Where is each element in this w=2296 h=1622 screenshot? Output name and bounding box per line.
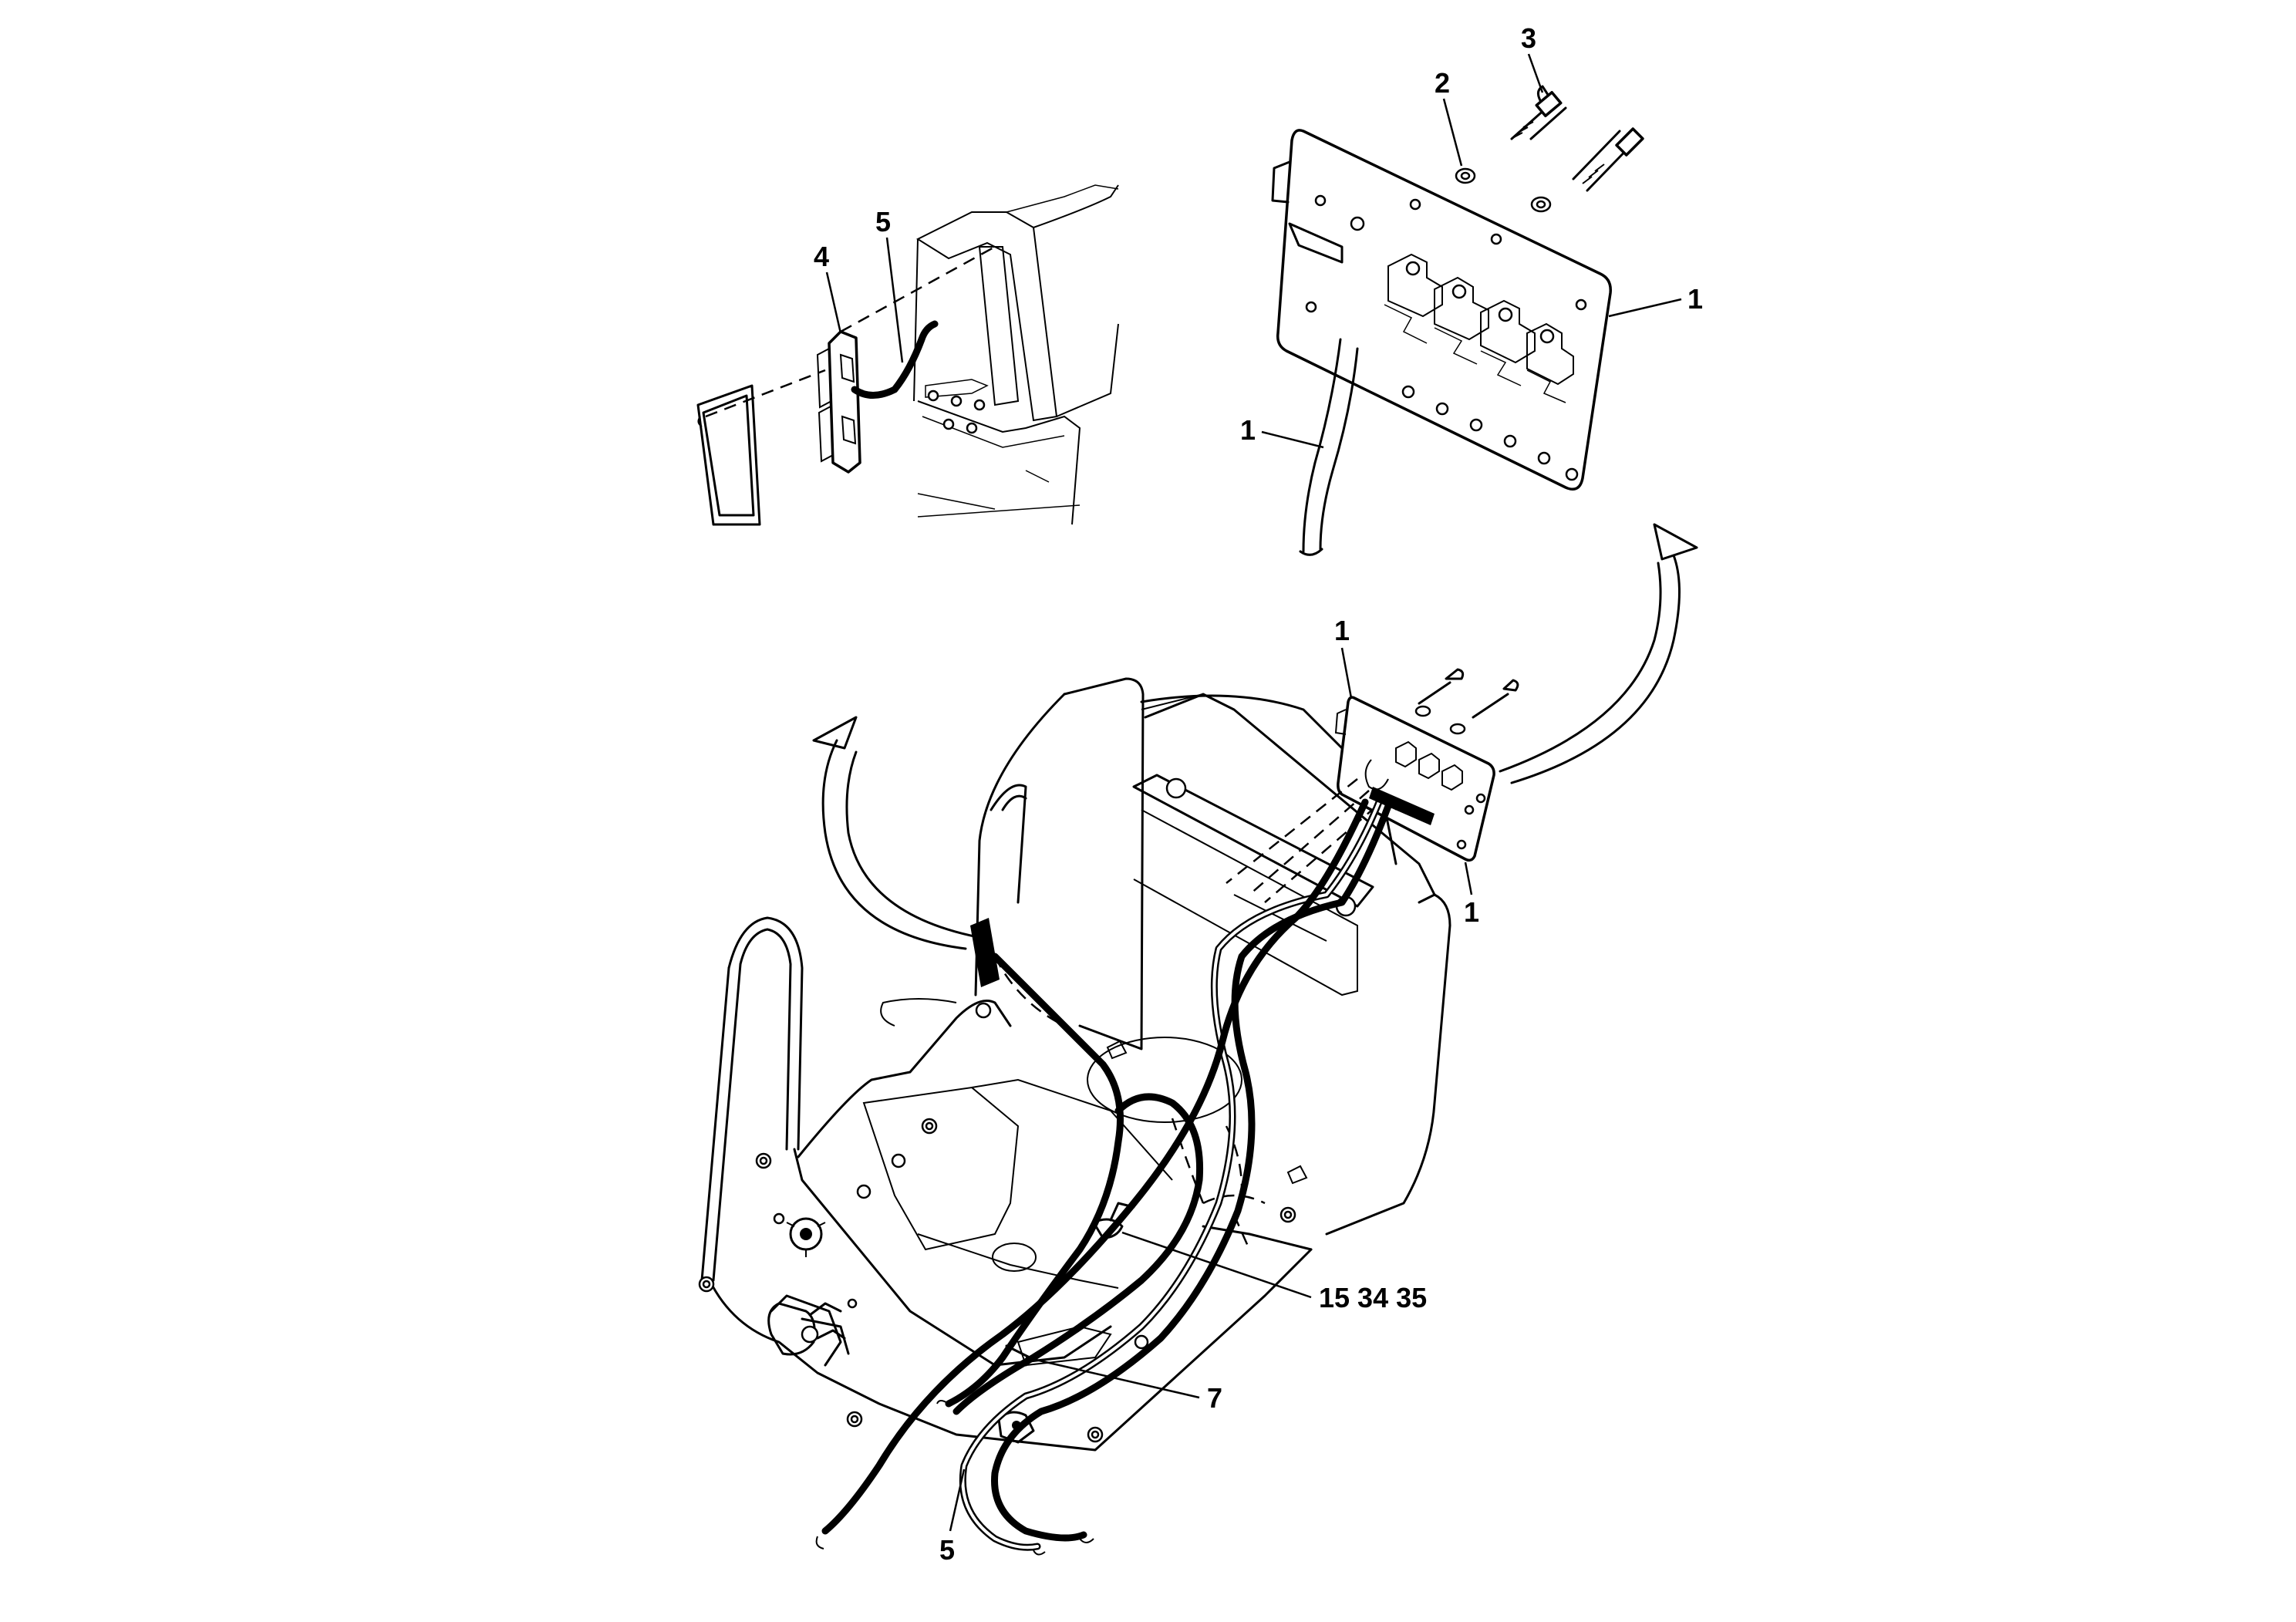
cable-tube (1302, 338, 1359, 553)
callout-cable-left: 1 (1240, 414, 1256, 446)
callout-washer: 2 (1435, 67, 1450, 99)
plate-bracket (1271, 160, 1344, 264)
mounting-plate (1276, 129, 1612, 491)
connector-cover (696, 384, 761, 526)
callout-harness-clamp: 15 34 35 (1319, 1282, 1427, 1313)
valve-motor (767, 1294, 850, 1367)
callout-connector-block: 4 (814, 241, 829, 272)
callout-harness-bottom: 5 (939, 1534, 955, 1566)
hydraulic-fitting (786, 1217, 826, 1257)
connector-block (828, 330, 861, 474)
panel-detail-view (1271, 85, 1644, 556)
washer (1455, 167, 1552, 213)
callout-screw: 3 (1521, 22, 1536, 54)
ecu-block (970, 918, 1000, 987)
callout-panel-small-top: 1 (1334, 615, 1350, 646)
callout-cable-tie: 7 (1207, 1382, 1222, 1414)
terminal-blocks (1384, 253, 1574, 403)
wiring-harness (815, 787, 1435, 1556)
detail-arrow-right (1510, 554, 1681, 784)
screw (1510, 85, 1644, 192)
mounting-holes (1305, 194, 1587, 481)
connector-detail-view (696, 184, 1119, 526)
callout-panel-small-bottom: 1 (1464, 896, 1479, 928)
frame-bolts (698, 1002, 1296, 1443)
detail-arrow-left (821, 739, 967, 950)
callout-panel-right: 1 (1687, 283, 1703, 315)
machine-frame (698, 523, 1698, 1452)
callout-cable-top: 5 (875, 206, 891, 238)
panel-installed (1226, 668, 1519, 903)
connector-wire (851, 320, 939, 399)
